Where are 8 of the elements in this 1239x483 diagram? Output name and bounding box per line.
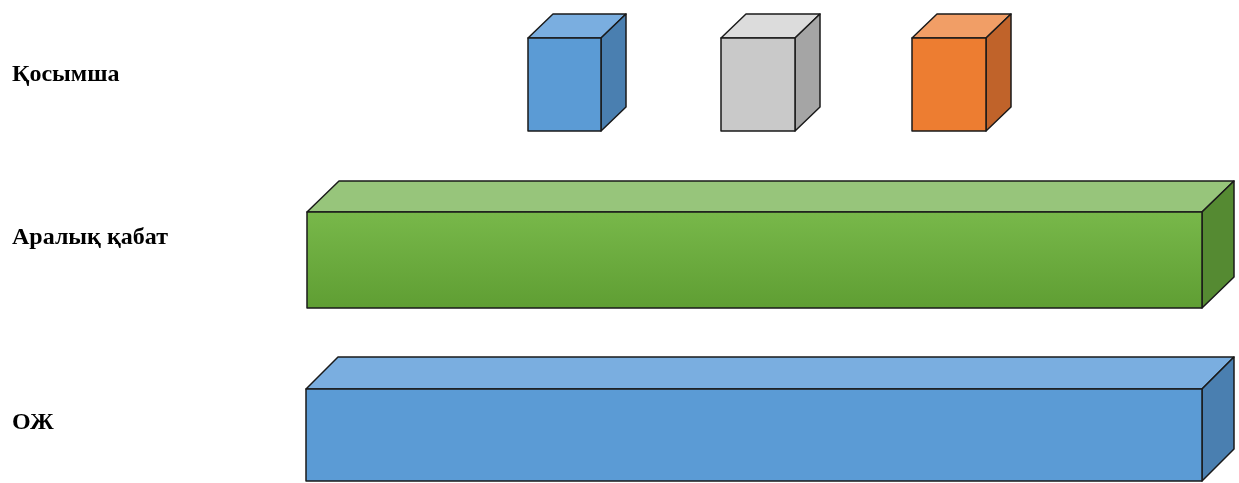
layer-label: Қосымша [12,60,120,87]
layer-bar [306,180,1235,309]
cube [527,13,627,132]
cube [911,13,1012,132]
layer-label: ОЖ [12,408,54,435]
layer-bar [305,356,1235,482]
layer-label: Аралық қабат [12,223,168,250]
cube [720,13,821,132]
